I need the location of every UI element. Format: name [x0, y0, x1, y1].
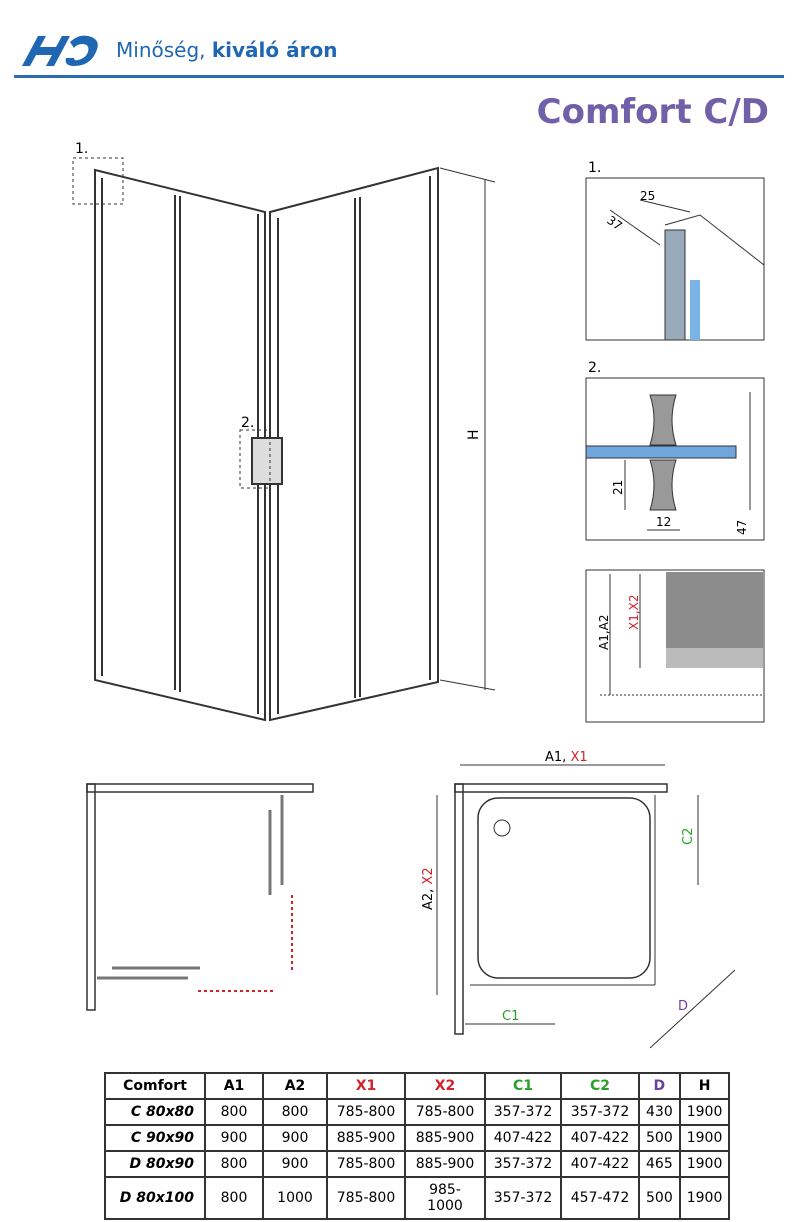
opening-plan: [86, 783, 314, 1011]
col-x2: X2: [404, 1072, 486, 1100]
callout-1: 1.: [75, 141, 88, 157]
table-cell: 357-372: [560, 1098, 640, 1126]
table-cell: 900: [262, 1150, 328, 1178]
table-cell: D 80x90: [104, 1150, 206, 1178]
table-cell: 357-372: [484, 1098, 562, 1126]
table-cell: 785-800: [404, 1098, 486, 1126]
table-cell: 800: [204, 1176, 264, 1220]
table-cell: C 80x80: [104, 1098, 206, 1126]
dim-47: 47: [735, 520, 749, 535]
tagline: Minőség, kiváló áron: [116, 38, 337, 62]
a1-a2-label: A1,A2: [597, 614, 611, 650]
table-cell: 457-472: [560, 1176, 640, 1220]
table-cell: 407-422: [484, 1124, 562, 1152]
table-cell: 800: [262, 1098, 328, 1126]
a2-x2-label: A2, X2: [421, 867, 436, 910]
col-c1: C1: [484, 1072, 562, 1100]
dim-25: 25: [640, 189, 655, 203]
table-cell: 500: [638, 1124, 681, 1152]
table-cell: 885-900: [404, 1124, 486, 1152]
callout-2: 2.: [241, 415, 254, 431]
table-cell: 785-800: [326, 1176, 406, 1220]
table-cell: 1000: [262, 1176, 328, 1220]
table-cell: 500: [638, 1176, 681, 1220]
table-cell: 465: [638, 1150, 681, 1178]
detail-1-box: [585, 177, 765, 341]
dim-12: 12: [656, 515, 671, 529]
a1-x1-label: A1, X1: [545, 750, 588, 765]
table-cell: 785-800: [326, 1150, 406, 1178]
table-cell: 1900: [678, 1098, 731, 1126]
table-cell: 900: [262, 1124, 328, 1152]
table-cell: 357-372: [484, 1150, 562, 1178]
dim-37: 37: [604, 213, 625, 233]
page-title: Comfort C/D: [536, 92, 769, 132]
table-cell: 800: [204, 1098, 264, 1126]
table-cell: 985-1000: [404, 1176, 486, 1220]
col-c2: C2: [560, 1072, 640, 1100]
tagline-regular: Minőség,: [116, 38, 212, 62]
table-cell: 407-422: [560, 1150, 640, 1178]
dim-21: 21: [611, 480, 625, 495]
x1-x2-label: X1,X2: [627, 594, 641, 630]
table-cell: 1900: [678, 1124, 731, 1152]
col-h: H: [678, 1072, 731, 1100]
c2-label: C2: [681, 828, 696, 845]
col-a2: A2: [262, 1072, 328, 1100]
table-cell: 357-372: [484, 1176, 562, 1220]
detail-2-label: 2.: [588, 360, 601, 376]
tagline-bold: kiváló áron: [211, 38, 338, 62]
header-divider: [14, 75, 784, 78]
table-cell: 407-422: [560, 1124, 640, 1152]
table-cell: 885-900: [404, 1150, 486, 1178]
table-cell: 1900: [678, 1176, 731, 1220]
col-comfort: Comfort: [104, 1072, 206, 1100]
c1-label: C1: [502, 1009, 519, 1024]
table-cell: C 90x90: [104, 1124, 206, 1152]
col-d: D: [638, 1072, 681, 1100]
table-cell: 1900: [678, 1150, 731, 1178]
table-cell: 900: [204, 1124, 264, 1152]
detail-3-box: [585, 569, 765, 723]
table-cell: 800: [204, 1150, 264, 1178]
detail-2-box: [585, 377, 765, 541]
enclosure-drawing: [72, 157, 496, 722]
tray-plan: [436, 764, 736, 1049]
height-label: H: [466, 429, 482, 440]
detail-1-label: 1.: [588, 160, 601, 176]
table-header-row: Comfort A1 A2 X1 X2 C1 C2 D H: [104, 1072, 731, 1100]
h2o-logo: [22, 35, 98, 66]
table-cell: D 80x100: [104, 1176, 206, 1220]
table-cell: 785-800: [326, 1098, 406, 1126]
table-cell: 430: [638, 1098, 681, 1126]
table-cell: 885-900: [326, 1124, 406, 1152]
d-label: D: [678, 999, 688, 1014]
col-a1: A1: [204, 1072, 264, 1100]
col-x1: X1: [326, 1072, 406, 1100]
